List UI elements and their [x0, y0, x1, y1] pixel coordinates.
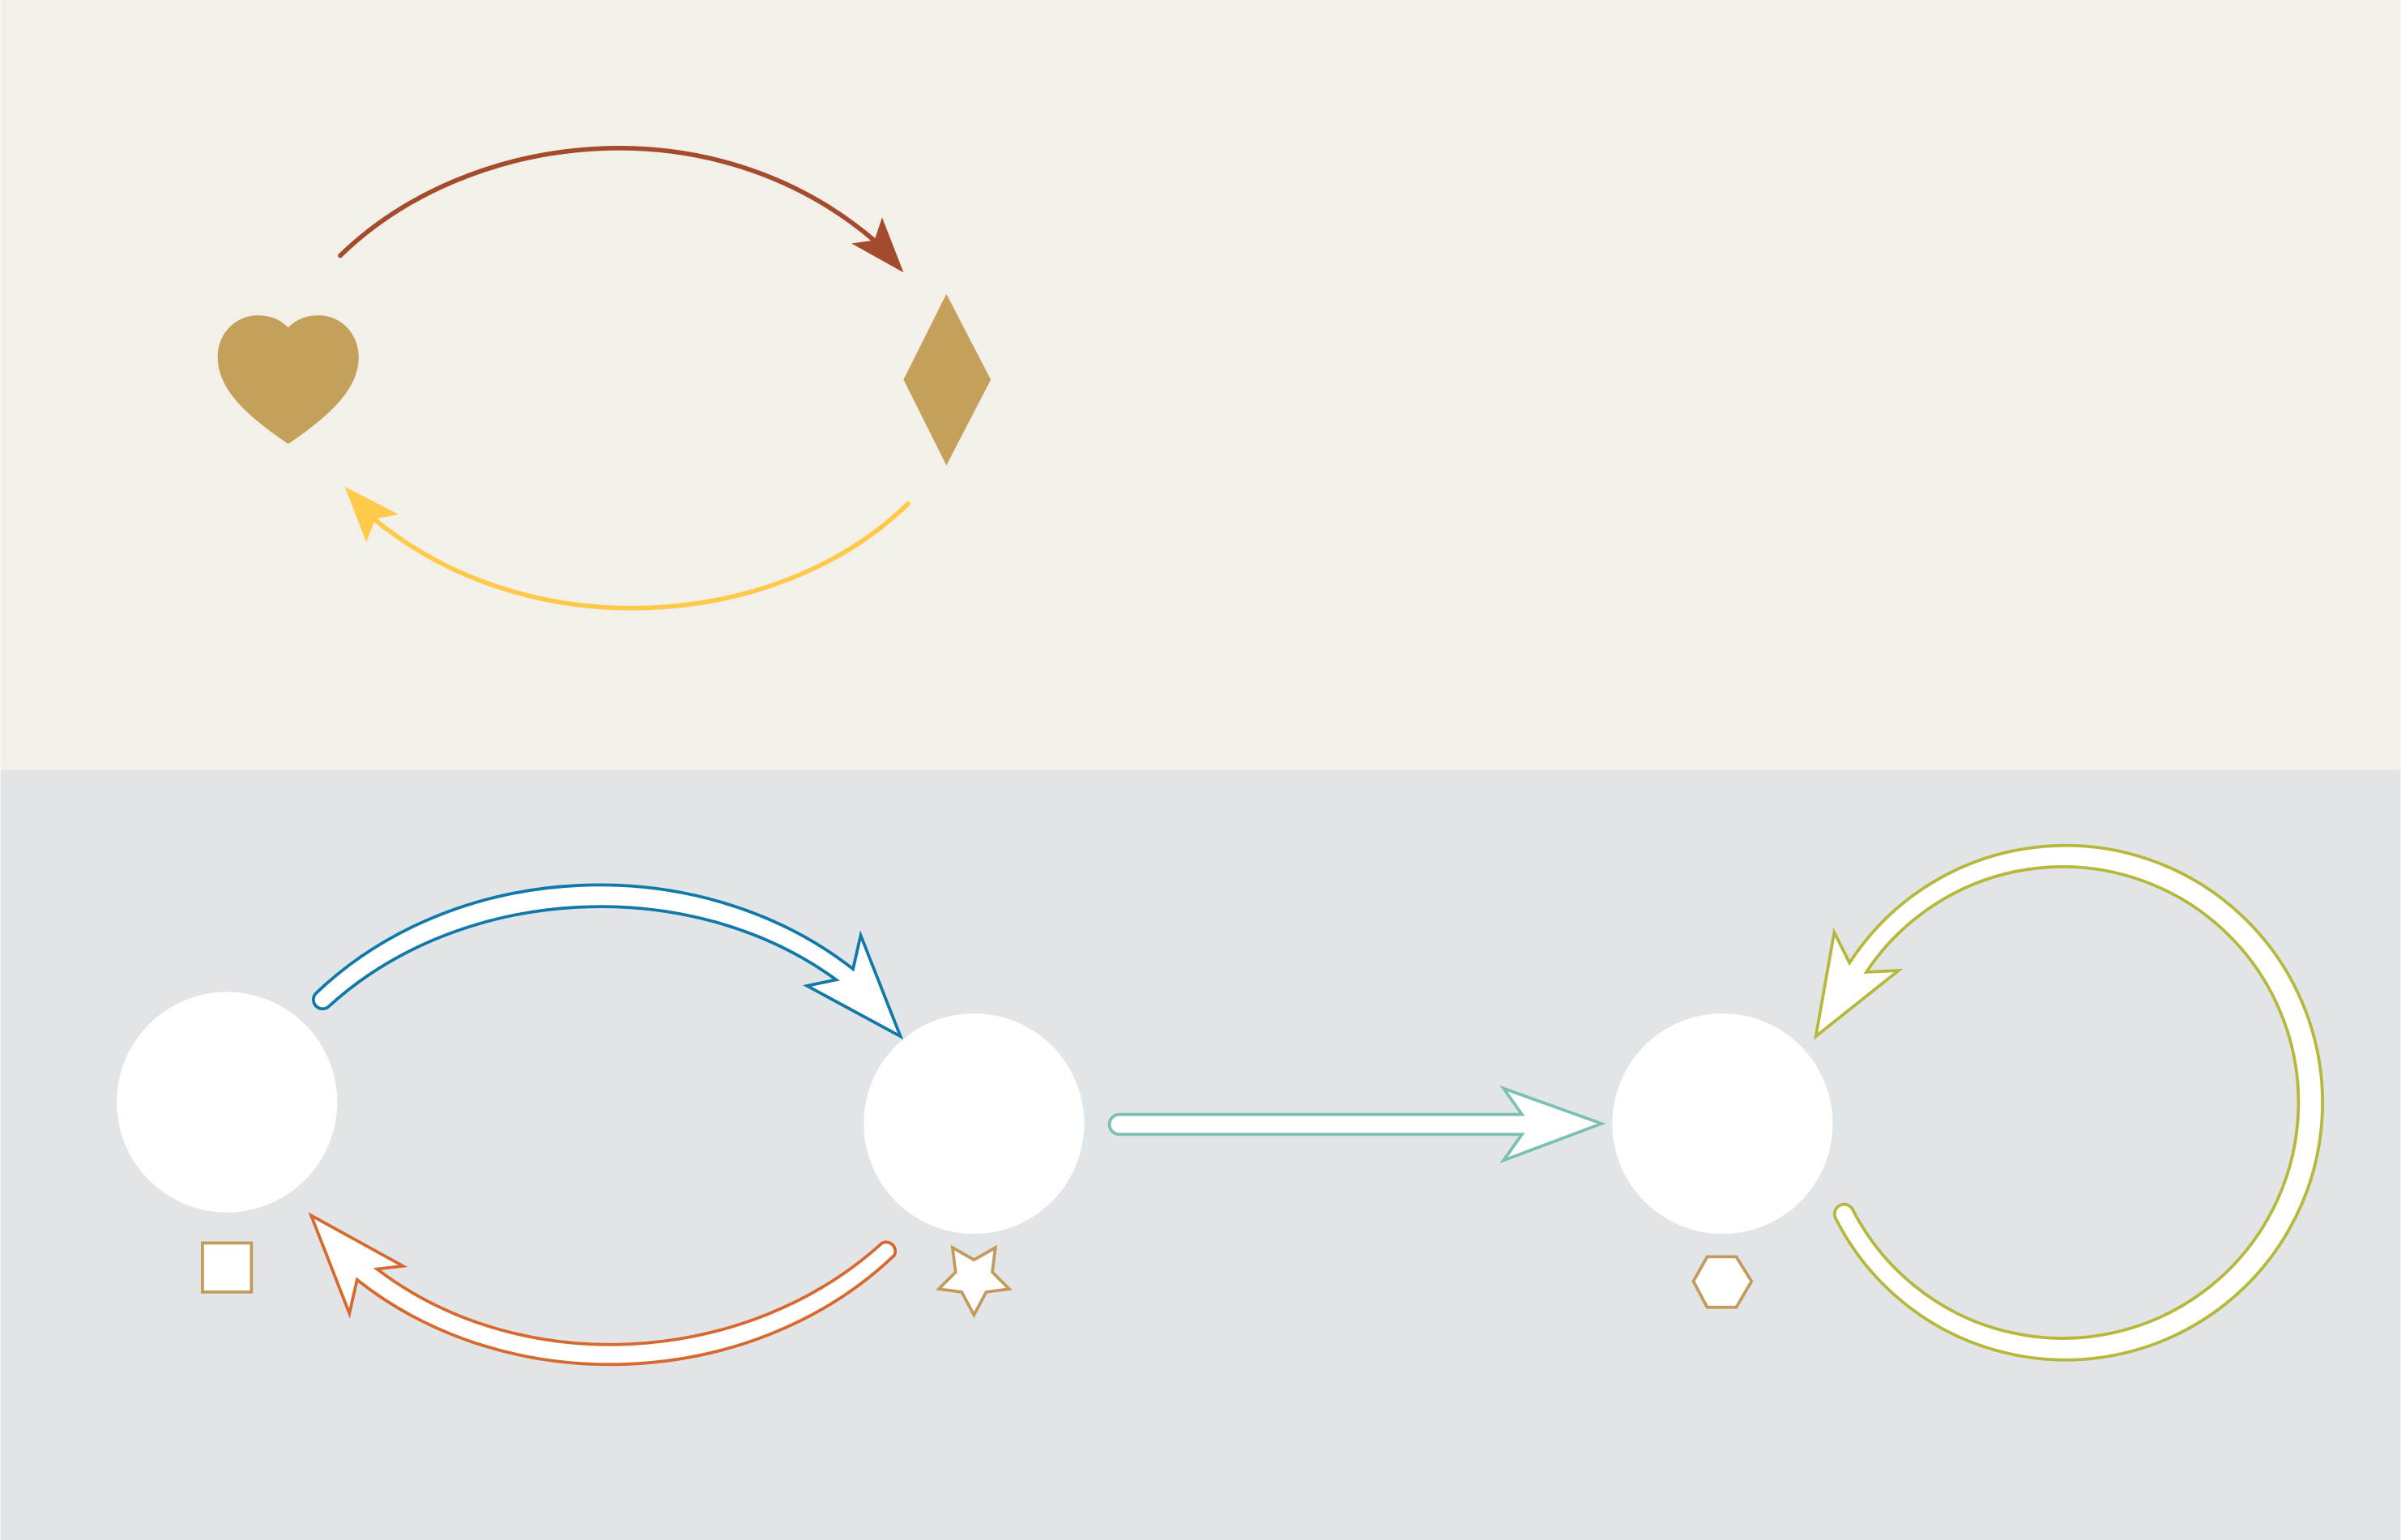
node-3-circle: [1612, 1013, 1833, 1235]
node-1: [117, 992, 338, 1294]
arrow-node1-to-node2-outline: [312, 883, 904, 1040]
node-1-circle: [117, 992, 338, 1213]
top-panel-background: [0, 0, 2401, 770]
bottom-panel-background: [0, 770, 2401, 1540]
arrow-heart-to-diamond-shaft: [338, 146, 879, 258]
arrow-diamond-to-heart-shaft: [371, 501, 911, 611]
hexagon-icon: [1691, 1255, 1754, 1309]
arrow-node2-to-node1-outline: [308, 1212, 898, 1367]
arrow-heart-to-diamond-head: [851, 217, 904, 273]
node-3: [1612, 1013, 1833, 1309]
arrow-node3-self-loop-outline: [1813, 843, 2324, 1362]
node-2: [864, 1013, 1085, 1319]
arrow-node1-to-node2: [312, 883, 904, 1040]
arrow-node2-to-node3: [1107, 1085, 1606, 1164]
square-icon: [201, 1241, 254, 1294]
arrow-diamond-to-heart-head: [344, 486, 399, 542]
top-panel: [0, 0, 2401, 770]
arrow-heart-to-diamond: [338, 146, 904, 273]
bottom-panel: [0, 770, 2401, 1540]
heart-icon: [217, 315, 359, 445]
arrow-node3-self-loop: [1813, 843, 2324, 1362]
node-2-circle: [864, 1013, 1085, 1235]
star-icon: [935, 1244, 1013, 1319]
arrow-diamond-to-heart: [344, 486, 911, 611]
arrow-node2-to-node3-outline: [1107, 1085, 1606, 1164]
diamond-icon: [903, 293, 992, 466]
arrow-node2-to-node1: [308, 1212, 898, 1367]
